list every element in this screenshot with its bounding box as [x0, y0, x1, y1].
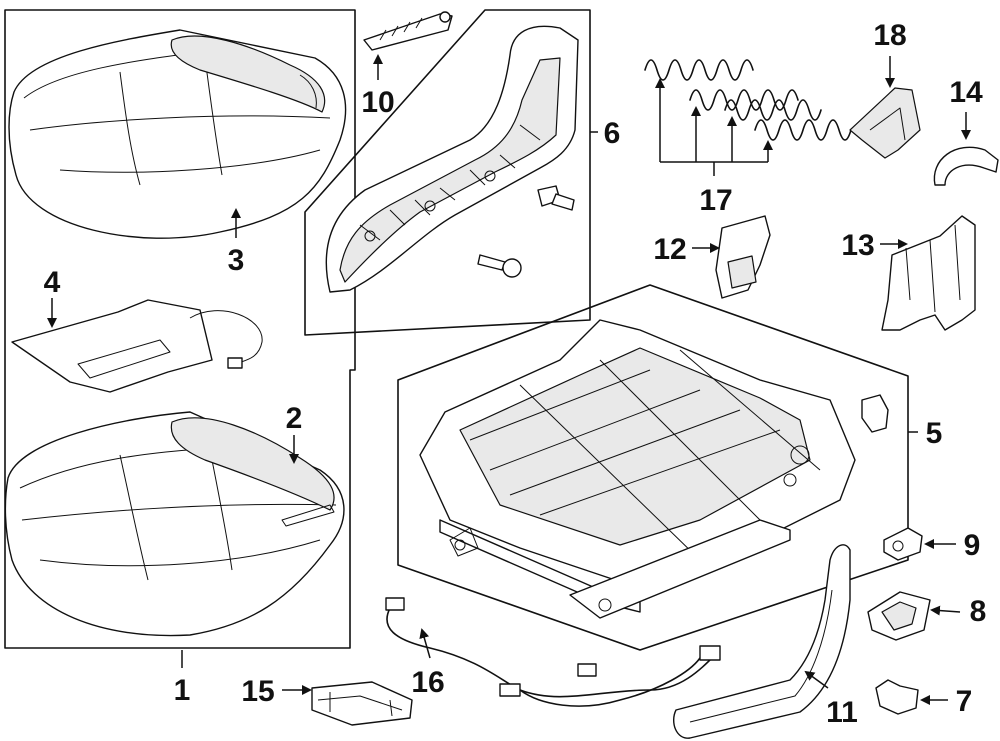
callout-11: 11 — [826, 696, 858, 729]
part-heater-mat — [11, 299, 263, 393]
part-seat-cushion-lower — [4, 411, 345, 637]
callout-3: 3 — [228, 244, 245, 277]
callout-18: 18 — [873, 19, 906, 52]
callout-14: 14 — [949, 76, 983, 109]
group-box-seat-cushion — [4, 9, 356, 649]
part-bolt-upper — [537, 185, 575, 211]
callout-4: 4 — [44, 266, 61, 299]
part-side-frame — [325, 25, 579, 293]
part-trim-cover — [363, 11, 453, 51]
part-springs — [644, 59, 852, 141]
part-module-12 — [715, 215, 771, 299]
part-bracket-13 — [881, 215, 976, 331]
group-box-seatback-frame — [304, 9, 591, 336]
callout-5: 5 — [926, 417, 943, 450]
callout-12: 12 — [653, 233, 686, 266]
group-box-seat-frame — [397, 284, 909, 651]
callout-9: 9 — [964, 529, 981, 562]
callout-15: 15 — [241, 675, 274, 708]
part-wire-harness — [385, 597, 721, 707]
leader-16 — [419, 628, 431, 659]
callout-10: 10 — [361, 86, 394, 119]
part-seat-cover-upper — [8, 29, 347, 239]
callout-8: 8 — [970, 595, 987, 628]
callout-13: 13 — [841, 229, 874, 262]
part-bracket-18 — [849, 87, 921, 159]
part-bolt-lower — [477, 254, 522, 278]
leader-11 — [804, 670, 829, 689]
part-cap-9 — [883, 527, 923, 561]
part-hook-14 — [933, 146, 999, 186]
part-control-module — [311, 681, 413, 726]
part-cover-8 — [867, 591, 931, 641]
part-clip — [861, 394, 889, 433]
part-cap-7 — [875, 679, 919, 715]
callout-16: 16 — [411, 666, 444, 699]
leader-17 — [655, 78, 773, 176]
callout-7: 7 — [956, 685, 973, 718]
part-seat-frame — [419, 319, 856, 619]
callout-17: 17 — [699, 184, 732, 217]
callout-6: 6 — [604, 117, 621, 150]
leader-8 — [930, 605, 961, 616]
part-side-shield — [672, 544, 851, 739]
callout-2: 2 — [286, 402, 303, 435]
callout-1: 1 — [174, 674, 191, 707]
